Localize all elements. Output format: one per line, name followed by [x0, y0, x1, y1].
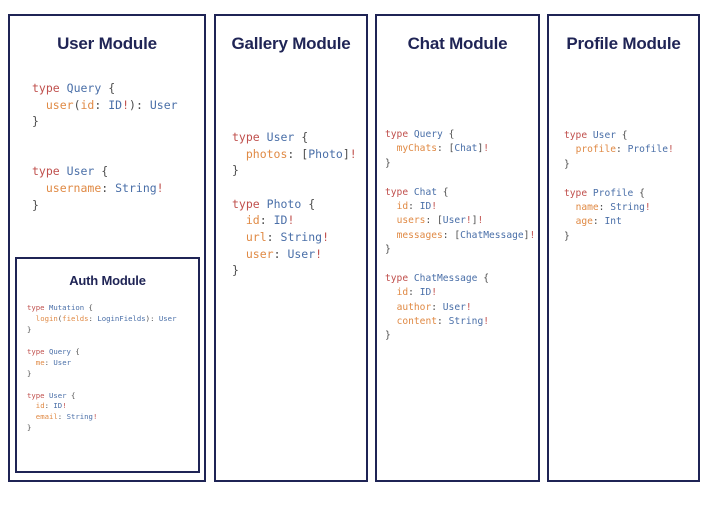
panel-title-gallery-module: Gallery Module [231, 34, 351, 53]
panel-title-auth-module: Auth Module [69, 273, 146, 288]
code-block-user-module: type Query { user(id: ID!): User } type … [32, 81, 178, 212]
panel-gallery-module[interactable]: Gallery Module type User { photos: [Phot… [214, 14, 368, 482]
panel-user-module[interactable]: User Module type Query { user(id: ID!): … [8, 14, 206, 482]
code-block-gallery-module: type User { photos: [Photo]! } type Phot… [232, 130, 357, 278]
panel-profile-module[interactable]: Profile Module type User { profile: Prof… [547, 14, 700, 482]
panel-title-profile-module: Profile Module [566, 34, 681, 53]
panel-title-user-module: User Module [57, 34, 157, 53]
panel-auth-module[interactable]: Auth Module type Mutation { login(fields… [15, 257, 200, 473]
code-block-chat-module: type Query { myChats: [Chat]! } type Cha… [385, 129, 536, 342]
code-block-auth-module: type Mutation { login(fields: LoginField… [27, 303, 177, 433]
panel-chat-module[interactable]: Chat Module type Query { myChats: [Chat]… [375, 14, 540, 482]
code-block-profile-module: type User { profile: Profile! } type Pro… [564, 130, 674, 242]
panel-title-chat-module: Chat Module [407, 34, 508, 53]
